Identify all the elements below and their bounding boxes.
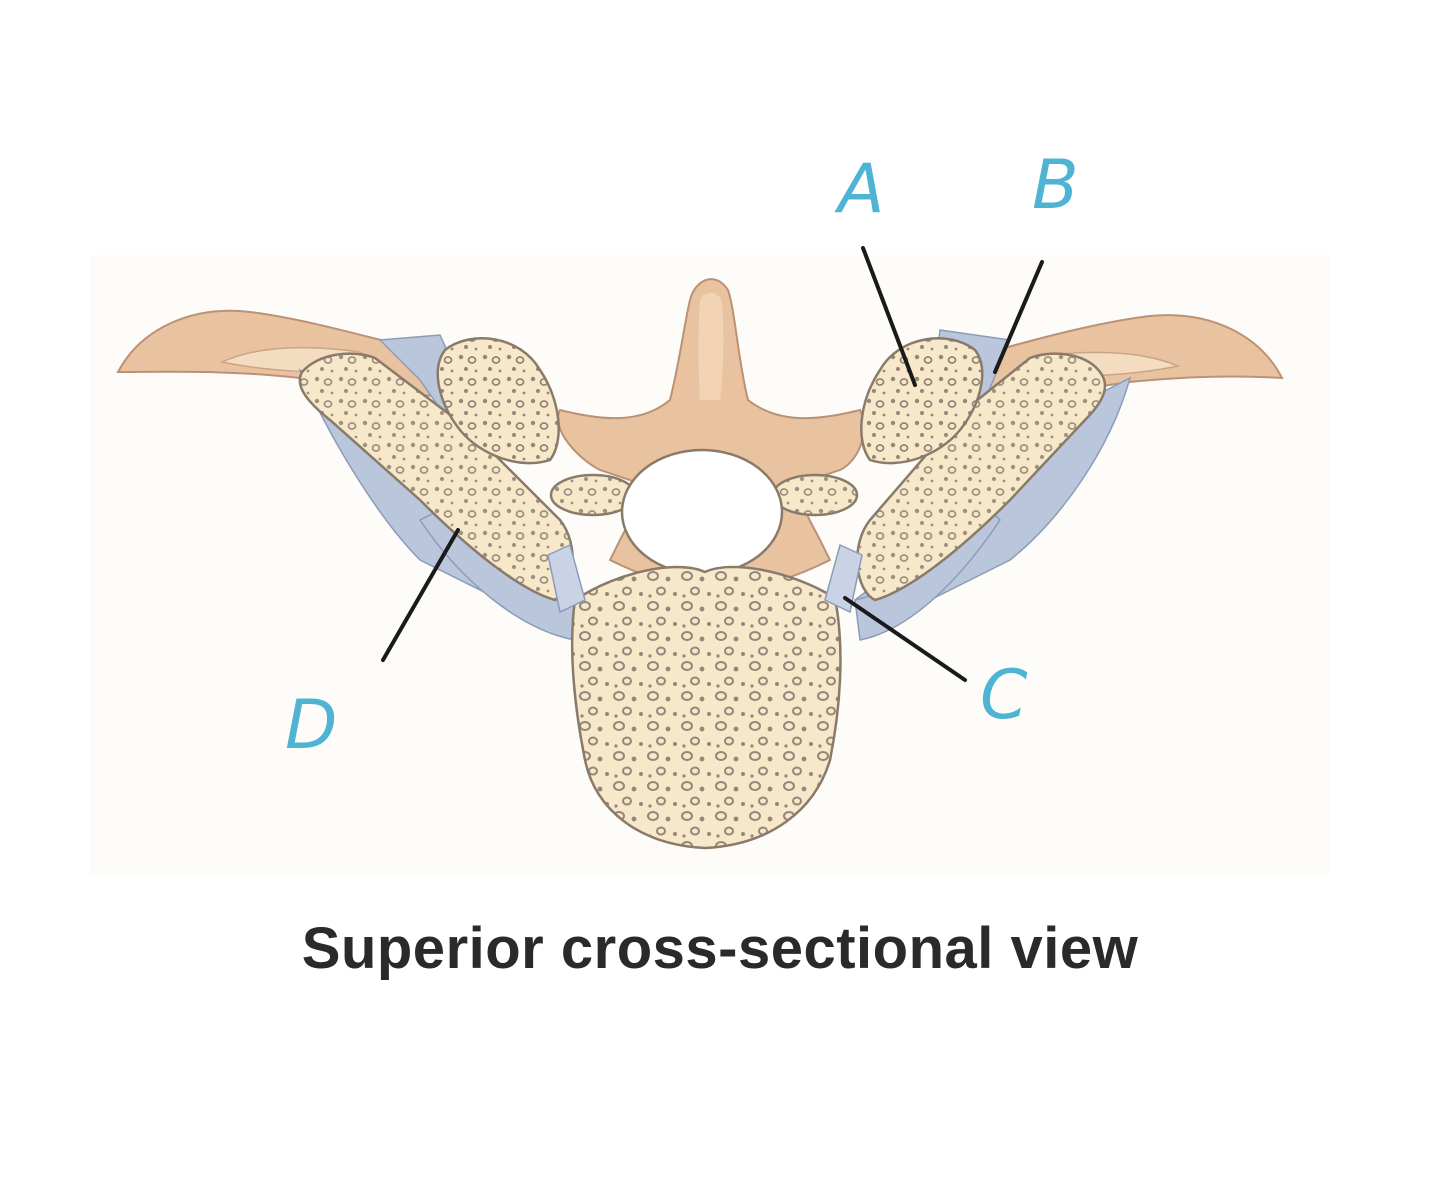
left-transverse-process — [436, 337, 560, 465]
label-b: B — [1032, 146, 1079, 225]
leader-line-a — [861, 246, 917, 387]
vertebral-canal — [620, 448, 784, 576]
leader-line-d — [381, 528, 460, 662]
leader-line-b — [993, 260, 1044, 374]
label-c: C — [980, 656, 1028, 735]
right-articular-facet — [771, 473, 859, 517]
label-d: D — [285, 686, 337, 765]
left-rib-neck — [298, 352, 574, 602]
caption: Superior cross-sectional view — [301, 916, 1139, 981]
labels: A B C D — [285, 146, 1079, 765]
right-transverse-process — [860, 337, 984, 465]
leader-lines — [381, 246, 1044, 682]
right-rib-neck — [856, 352, 1107, 602]
leader-line-c — [843, 596, 967, 682]
label-a: A — [834, 150, 885, 229]
costovertebral-joints — [547, 543, 863, 614]
vertebral-body — [570, 565, 842, 850]
